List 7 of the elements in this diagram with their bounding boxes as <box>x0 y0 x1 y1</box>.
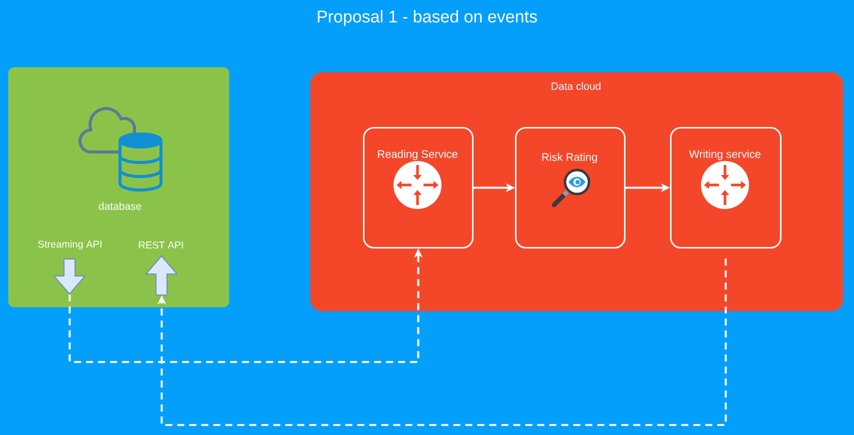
service-box: Reading Service <box>363 127 474 248</box>
title: Proposal 1 - based on events <box>318 10 537 26</box>
service-box: Writing service <box>670 127 782 248</box>
dashed-arrow <box>157 258 727 426</box>
arrow-label: Streaming API <box>38 240 102 250</box>
arrow-label: REST API <box>139 241 183 249</box>
service-box: Risk Rating <box>515 127 626 248</box>
